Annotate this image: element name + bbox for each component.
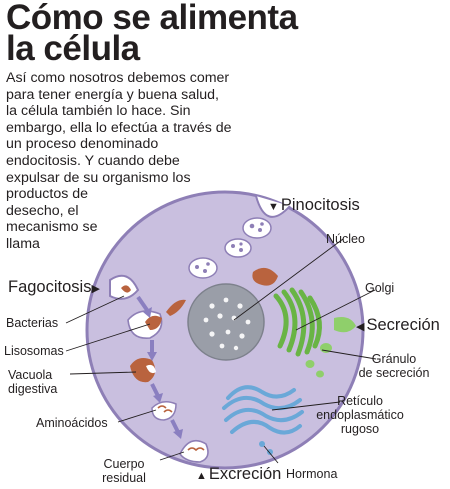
page-title: Cómo se alimenta la célula xyxy=(6,0,298,68)
title-line-2: la célula xyxy=(6,29,140,68)
digestive-vacuole xyxy=(130,358,156,383)
label-lisosomas: Lisosomas xyxy=(4,344,64,358)
intro-line: endocitosis. Y cuando debe xyxy=(6,152,180,169)
intro-line: mecanismo se xyxy=(6,219,98,236)
intro-line: Así como nosotros debemos comer xyxy=(6,70,230,86)
intro-line: un proceso denominado xyxy=(6,136,159,153)
pinocytic-vesicle xyxy=(224,238,252,258)
lysosome xyxy=(166,299,186,316)
intro-line: la célula también lo hace. Sin xyxy=(6,103,191,120)
label-bacterias: Bacterias xyxy=(6,316,59,330)
label-hormona: Hormona xyxy=(286,467,338,481)
intro-line: para tener energía y buena salud, xyxy=(6,86,219,103)
secretion-granule xyxy=(305,360,315,368)
triangle-right-icon: ▶ xyxy=(91,283,100,295)
process-arrow xyxy=(136,295,149,312)
nucleus xyxy=(188,284,264,360)
digestive-vacuole-inner xyxy=(146,364,156,374)
rough-endoplasmic-reticulum xyxy=(222,385,304,435)
label-cuerpo-residual: Cuerpo residual xyxy=(102,457,146,485)
intro-line: embargo, ella lo efectúa a través de xyxy=(6,119,232,136)
label-excrecion: ▲Excreción xyxy=(196,465,282,483)
label-vacuola-digestiva: Vacuola digestiva xyxy=(8,368,58,396)
amino-acid-vesicle xyxy=(151,401,177,421)
label-fagocitosis: Fagocitosis▶ xyxy=(8,278,100,296)
title-line-1: Cómo se alimenta xyxy=(6,0,298,37)
label-aminoacidos: Aminoácidos xyxy=(36,416,108,430)
label-nucleo: Núcleo xyxy=(326,232,365,246)
triangle-left-icon: ◀ xyxy=(356,321,365,333)
label-reticulo-endoplasmatico-rugoso: Retículo endoplasmático rugoso xyxy=(316,394,404,436)
triangle-down-icon: ▼ xyxy=(268,201,279,213)
intro-line: productos de xyxy=(6,186,89,203)
lysosome xyxy=(252,267,278,286)
pinocytic-vesicle xyxy=(242,217,272,239)
pinocytic-vesicle xyxy=(188,257,218,279)
process-arrow xyxy=(170,419,180,433)
lysosome xyxy=(145,315,162,330)
intro-text: Así como nosotros debemos comer para ten… xyxy=(6,70,232,253)
label-secrecion: ◀Secreción xyxy=(356,316,440,334)
pinocytosis-pit xyxy=(255,195,291,218)
label-granulo-secrecion: Gránulo de secreción xyxy=(358,352,430,380)
golgi-apparatus xyxy=(273,287,322,357)
secretion-granule xyxy=(316,370,324,378)
intro-line: expulsar de su organismo los xyxy=(6,169,191,186)
label-golgi: Golgi xyxy=(365,281,395,295)
intro-line: llama xyxy=(6,235,40,252)
bacteria xyxy=(121,285,131,293)
secretion-granule-exiting xyxy=(334,317,356,333)
residual-body xyxy=(179,439,209,463)
intro-line: desecho, el xyxy=(6,202,79,219)
label-pinocitosis: ▼Pinocitosis xyxy=(268,196,360,214)
triangle-up-icon: ▲ xyxy=(196,470,207,482)
process-arrow xyxy=(150,383,160,397)
